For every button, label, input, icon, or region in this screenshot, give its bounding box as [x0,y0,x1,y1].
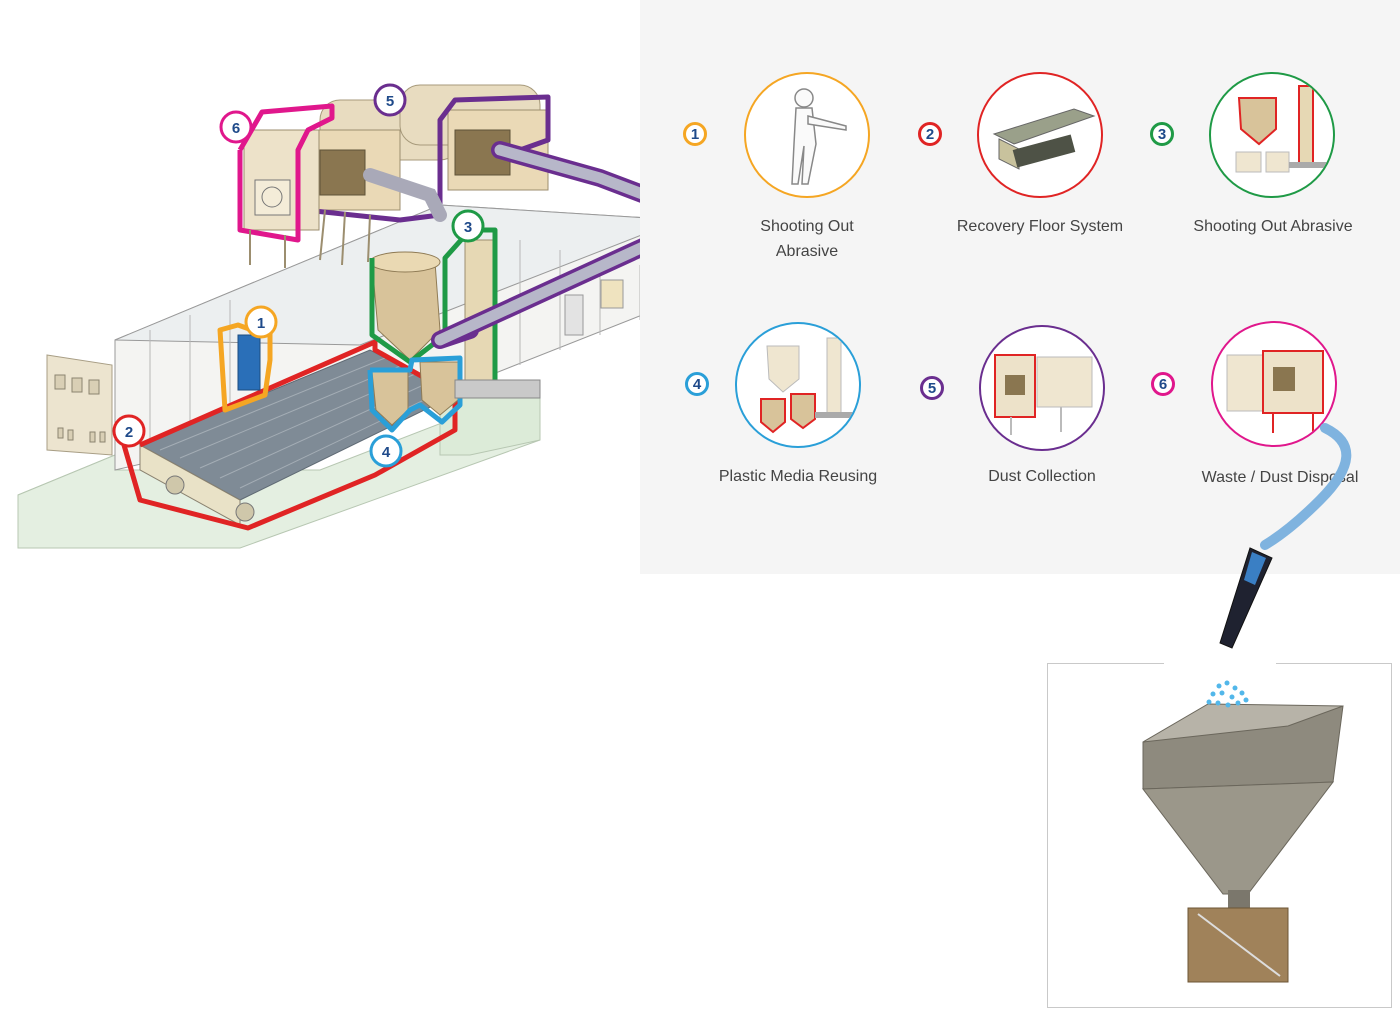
step-1-thumbnail [744,72,870,198]
callout-4: 4 [369,434,403,468]
step-2-thumbnail [977,72,1103,198]
callout-1: 1 [244,305,278,339]
elevator-hopper-icon [1235,85,1329,173]
media-hopper-right [419,361,459,416]
step-5-badge: 5 [920,376,944,400]
callout-2-label: 2 [125,424,133,441]
step-6-label: Waste / Dust Disposal [1201,469,1359,486]
callout-3-label: 3 [464,219,472,236]
step-5-thumbnail [979,325,1105,451]
media-hopper-outline [367,355,463,433]
step-2-label: Recovery Floor System [956,218,1124,235]
recovery-floor-outline [121,339,458,531]
callout-2: 2 [112,414,146,448]
callout-5-label: 5 [386,93,394,110]
waste-disposal-icon [1226,350,1324,433]
callout-1-label: 1 [257,315,265,332]
step-4-badge: 4 [685,372,709,396]
step-4-label: Plastic Media Reusing [718,468,878,485]
blaster-operator-icon [791,88,847,185]
frame-gap [1164,661,1276,665]
blaster-outline [217,322,273,413]
ground-slab [17,384,541,549]
recovery-floor-icon [992,108,1096,170]
disposal-hopper-frame [1047,663,1392,1008]
step-3-thumbnail [1209,72,1335,198]
dust-collector-icon [994,354,1093,435]
step-1-badge: 1 [683,122,707,146]
step-3-badge: 3 [1150,122,1174,146]
booth-side-door [564,294,584,336]
fan-outline [237,103,335,243]
callout-6-label: 6 [232,120,240,137]
disposal-hopper [1142,703,1344,983]
step-6-badge: 6 [1151,372,1175,396]
control-panel [600,279,624,309]
callout-3: 3 [451,209,485,243]
elevator-outline [369,227,498,393]
step-2-badge: 2 [918,122,942,146]
grating-platform [454,379,541,399]
step-4-thumbnail [735,322,861,448]
callout-4-label: 4 [382,444,391,461]
step-3-label: Shooting Out Abrasive [1193,218,1353,235]
callout-6: 6 [219,110,253,144]
step-6-thumbnail [1211,321,1337,447]
blaster-operator [237,334,261,391]
callout-5: 5 [373,83,407,117]
step-5-label: Dust Collection [988,468,1096,485]
dust-collector-outline [302,94,551,223]
media-hopper-icon [760,337,855,434]
